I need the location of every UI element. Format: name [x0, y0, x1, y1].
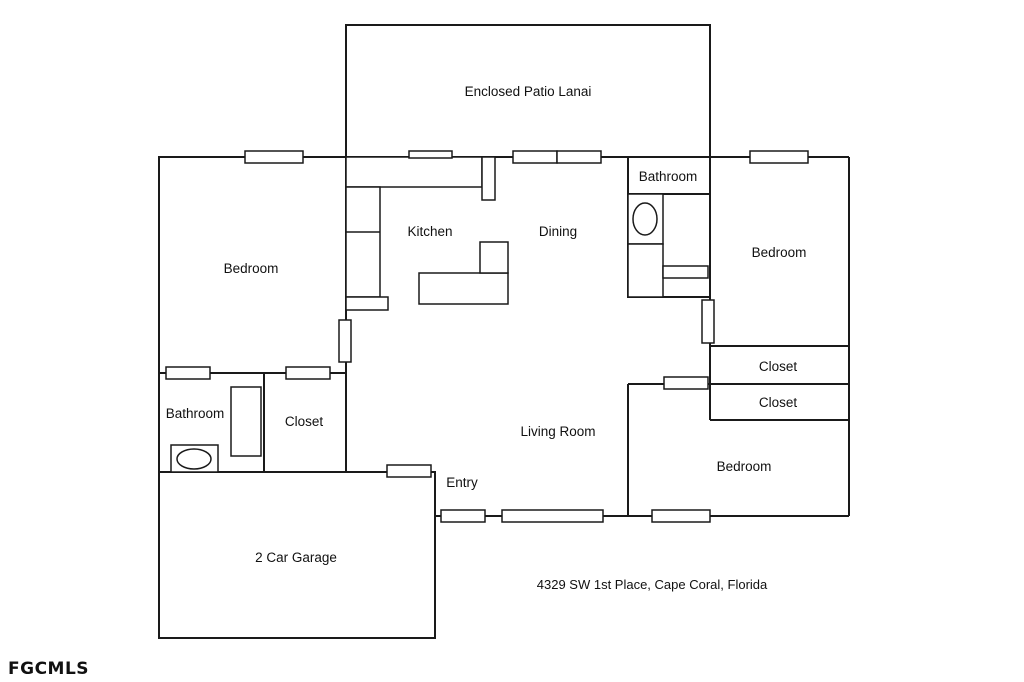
window-dining-top-2: [556, 150, 602, 164]
window-bedroom-bottom: [651, 509, 711, 523]
window-entry-1: [440, 509, 486, 523]
window-bedroom-right-top: [749, 150, 809, 164]
label-entry: Entry: [446, 475, 478, 490]
door-left-bedroom: [338, 319, 352, 363]
window-bedroom-left-top: [244, 150, 304, 164]
label-bedroom-right-bottom: Bedroom: [717, 459, 772, 474]
walls: [158, 24, 850, 639]
kitchen-counter-top: [345, 156, 483, 188]
label-kitchen: Kitchen: [407, 224, 452, 239]
master-closet-bar: [662, 265, 709, 279]
label-closet-left: Closet: [285, 414, 324, 429]
label-closet-right-2: Closet: [759, 395, 798, 410]
label-bedroom-right-top: Bedroom: [752, 245, 807, 260]
master-vanity: [627, 243, 664, 298]
door-left-closet: [285, 366, 331, 380]
label-living-room: Living Room: [520, 424, 595, 439]
windows: [165, 150, 809, 523]
door-garage: [386, 464, 432, 478]
label-bathroom-left: Bathroom: [166, 406, 225, 421]
label-garage: 2 Car Garage: [255, 550, 337, 565]
window-living-bottom: [501, 509, 604, 523]
left-bath-tub: [230, 386, 262, 457]
label-closet-right-1: Closet: [759, 359, 798, 374]
kitchen-island-extension: [479, 241, 509, 274]
door-left-bath: [165, 366, 211, 380]
label-dining: Dining: [539, 224, 577, 239]
label-bathroom-master: Bathroom: [639, 169, 698, 184]
kitchen-counter-side: [345, 186, 381, 298]
property-address: 4329 SW 1st Place, Cape Coral, Florida: [537, 577, 768, 592]
window-kitchen-top: [408, 150, 453, 159]
kitchen-island: [418, 272, 509, 305]
label-lanai: Enclosed Patio Lanai: [465, 84, 592, 99]
kitchen-counter-end: [345, 296, 389, 311]
door-bottom-bedroom: [663, 376, 709, 390]
master-sink-icon: [632, 202, 658, 236]
garage-walls: [158, 471, 436, 639]
left-bath-sink-icon: [176, 448, 212, 470]
fgcmls-watermark: FGCMLS: [8, 659, 89, 679]
window-dining-top-1: [512, 150, 558, 164]
room-labels: Enclosed Patio Lanai Kitchen Dining Bath…: [166, 84, 807, 565]
fridge-column: [481, 156, 496, 201]
door-right-bedroom: [701, 299, 715, 344]
fixtures: [170, 156, 709, 473]
label-bedroom-left: Bedroom: [224, 261, 279, 276]
